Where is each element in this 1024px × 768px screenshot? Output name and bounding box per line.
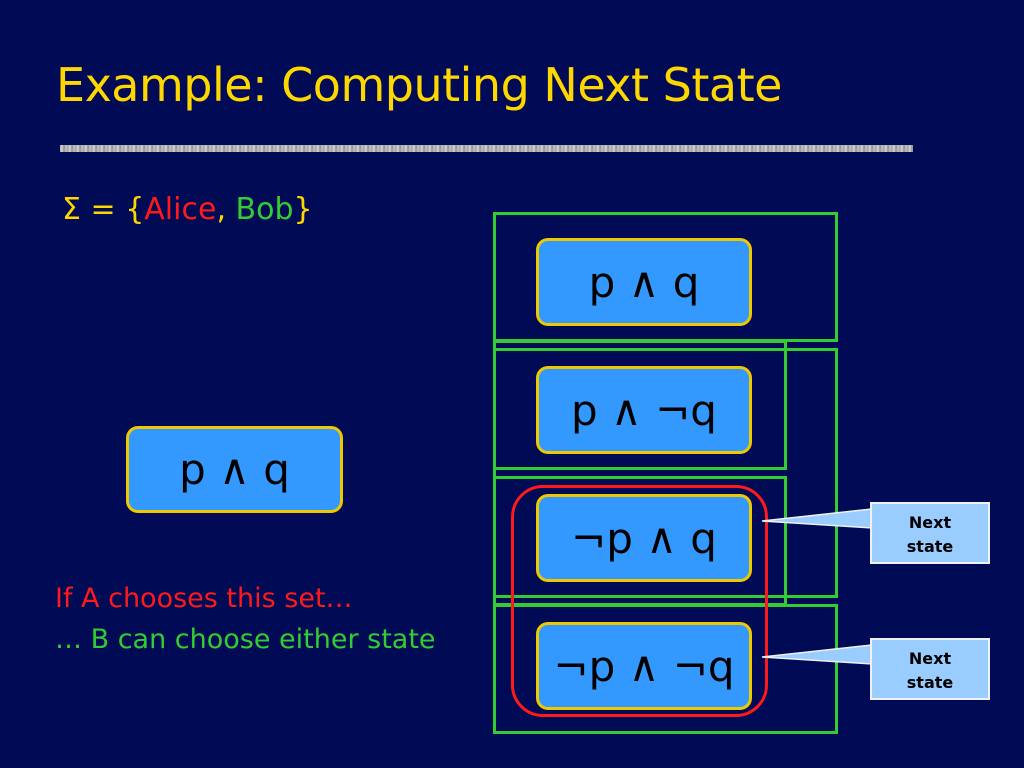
callout-1-label: Next state xyxy=(906,513,954,556)
chosen-set-outline xyxy=(511,485,768,717)
choice-set-frame-5 xyxy=(493,604,838,734)
state-node-not-p-and-q: ¬p ∧ q xyxy=(536,494,752,582)
state-node-p-and-not-q: p ∧ ¬q xyxy=(536,366,752,454)
agent-alice: Alice xyxy=(144,192,217,227)
agents-set: Σ = {Alice, Bob} xyxy=(62,192,313,227)
sigma-symbol: Σ xyxy=(62,192,81,227)
callout-2-label: Next state xyxy=(906,649,954,692)
note-b-chooses: … B can choose either state xyxy=(55,624,436,655)
equals-sign: = xyxy=(80,192,126,227)
callout-pointer-2 xyxy=(761,644,873,665)
state-node-p-and-q: p ∧ q xyxy=(536,238,752,326)
agents-comma: , xyxy=(216,192,236,227)
brace-close: } xyxy=(293,192,313,227)
state-node-not-p-and-not-q: ¬p ∧ ¬q xyxy=(536,622,752,710)
next-state-callout-1: Next state xyxy=(870,502,990,564)
current-state-node: p ∧ q xyxy=(126,426,343,513)
callout-pointer-1 xyxy=(761,508,873,529)
brace-open: { xyxy=(125,192,145,227)
next-state-callout-2: Next state xyxy=(870,638,990,700)
title-divider xyxy=(60,145,913,152)
choice-set-frame-3 xyxy=(493,348,838,598)
slide-title: Example: Computing Next State xyxy=(56,58,782,112)
note-a-chooses: If A chooses this set… xyxy=(55,583,353,614)
agent-bob: Bob xyxy=(235,192,294,227)
